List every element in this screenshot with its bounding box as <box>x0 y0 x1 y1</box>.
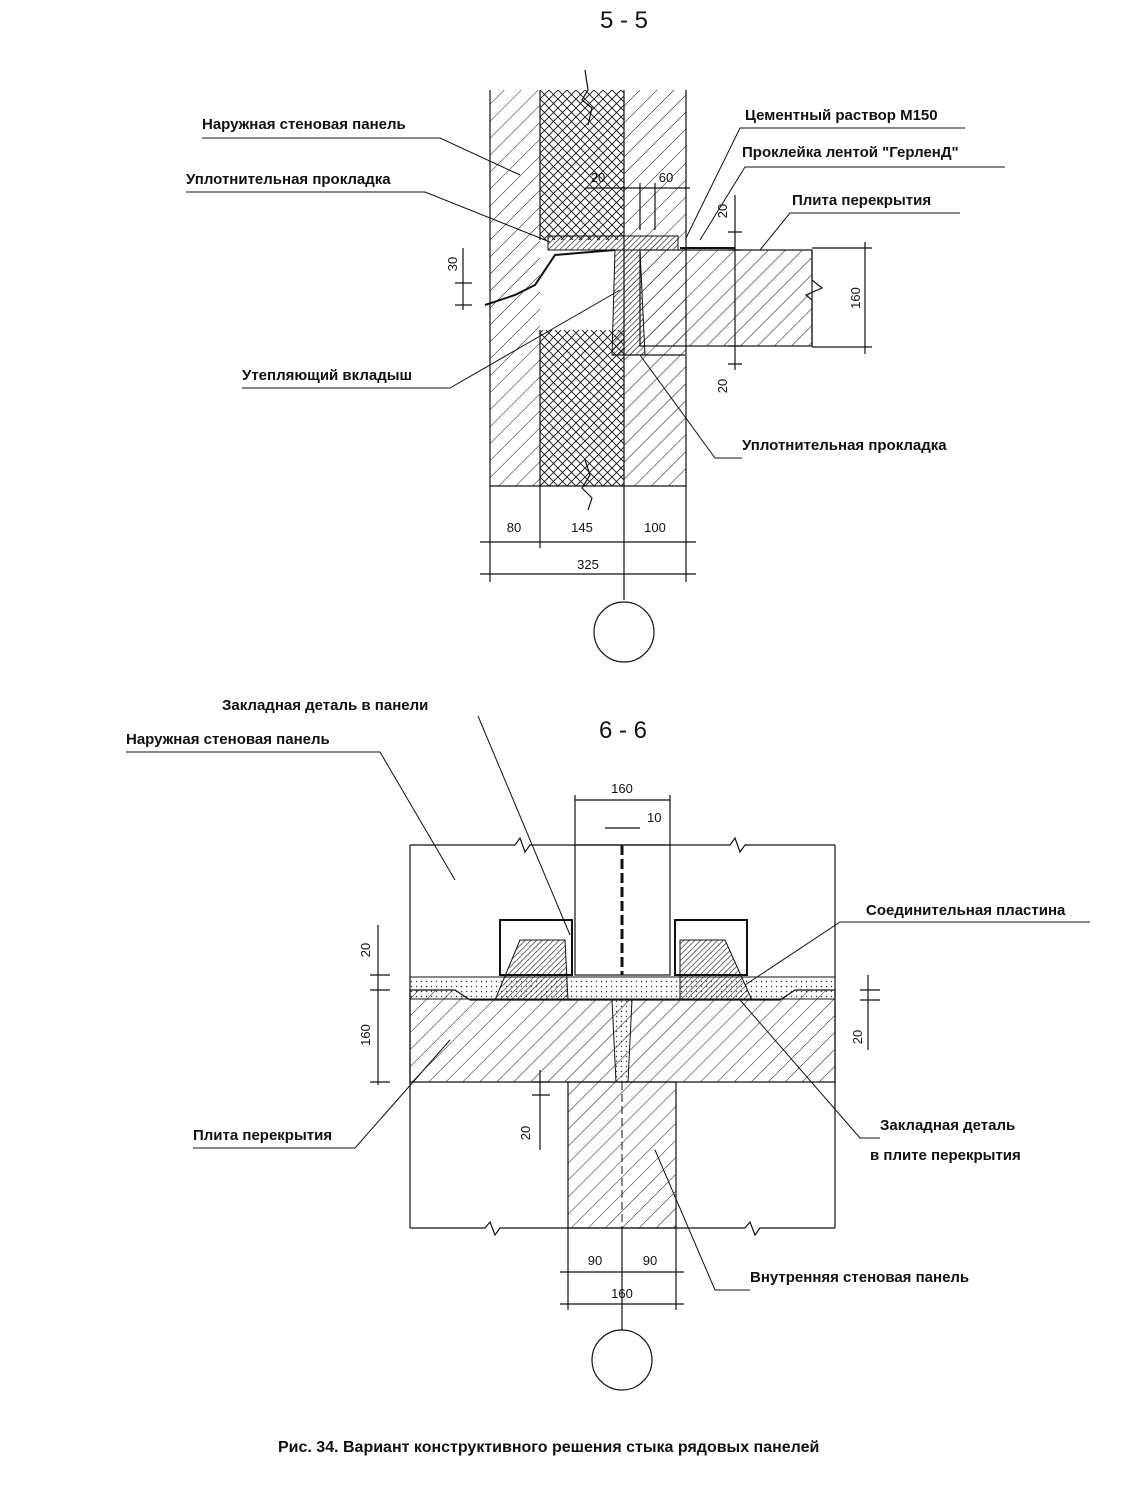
dim-20-low: 20 <box>518 1126 533 1140</box>
leader-outer-panel-6 <box>126 751 456 881</box>
leader-mortar <box>685 127 965 239</box>
dim-145: 145 <box>571 520 593 535</box>
dim-160-top: 160 <box>611 781 633 796</box>
dim-10: 10 <box>647 810 661 825</box>
outer-concrete-layer <box>490 90 540 486</box>
dim-60: 60 <box>659 170 673 185</box>
leader-tape <box>699 166 1005 241</box>
label-inner-panel: Внутренняя стеновая панель <box>750 1269 969 1286</box>
dim-20-left: 20 <box>358 943 373 957</box>
insulation-layer-upper <box>540 90 624 240</box>
insulation-layer-lower <box>540 330 624 486</box>
mortar-layer-6 <box>409 976 836 1000</box>
dim-160: 160 <box>848 287 863 309</box>
label-slab-6: Плита перекрытия <box>193 1127 332 1144</box>
label-seal-top: Уплотнительная прокладка <box>186 171 391 188</box>
label-embed-slab-1: Закладная деталь <box>880 1117 1015 1134</box>
dim-20-right: 20 <box>850 1030 865 1044</box>
figure-caption: Рис. 34. Вариант конструктивного решения… <box>278 1439 819 1456</box>
dim-line-top <box>585 183 690 230</box>
dim-30: 30 <box>445 257 460 271</box>
label-insert: Утепляющий вкладыш <box>242 367 412 384</box>
dim-20b: 20 <box>715 204 730 218</box>
label-embed-panel: Закладная деталь в панели <box>222 697 428 714</box>
dim-line-low <box>532 1070 550 1150</box>
section-6-title: 6 - 6 <box>599 717 647 744</box>
label-plate: Соединительная пластина <box>866 902 1066 919</box>
leader-inner-panel <box>654 1149 750 1291</box>
dim-90b: 90 <box>643 1253 657 1268</box>
leader-seal-top <box>186 191 551 243</box>
dim-line-160-top <box>574 795 671 845</box>
dim-325: 325 <box>577 557 599 572</box>
label-seal-bottom: Уплотнительная прокладка <box>742 437 947 454</box>
break-mark-bottom <box>581 459 593 511</box>
leader-insert <box>242 289 621 389</box>
dim-20c: 20 <box>715 379 730 393</box>
dim-20a: 20 <box>591 170 605 185</box>
floor-slab-5 <box>639 249 813 347</box>
leader-outer-panel <box>202 137 521 176</box>
label-slab: Плита перекрытия <box>792 192 931 209</box>
flashing-line <box>484 249 616 306</box>
dim-line-left <box>370 925 390 1085</box>
dim-line-right-6 <box>860 975 880 1050</box>
label-mortar: Цементный раствор М150 <box>745 107 938 124</box>
dim-line-bottom-6 <box>560 1228 684 1330</box>
axis-bubble-5 <box>593 601 655 663</box>
section-5-title: 5 - 5 <box>600 7 648 34</box>
dim-90a: 90 <box>588 1253 602 1268</box>
dim-line-30 <box>455 248 472 310</box>
mortar-layer <box>547 235 679 251</box>
leader-slab-6 <box>193 1039 451 1149</box>
label-outer-panel-6: Наружная стеновая панель <box>126 731 330 748</box>
leader-seal-bottom <box>639 354 742 459</box>
dim-line-160 <box>812 242 872 354</box>
dim-160-left: 160 <box>358 1024 373 1046</box>
dim-100: 100 <box>644 520 666 535</box>
label-outer-panel: Наружная стеновая панель <box>202 116 406 133</box>
dim-160-bottom: 160 <box>611 1286 633 1301</box>
dim-line-right <box>728 195 742 370</box>
dim-line-bottom <box>480 486 696 600</box>
leader-slab <box>759 212 960 251</box>
axis-bubble-6 <box>591 1329 653 1391</box>
break-mark-top <box>581 69 593 126</box>
section-5-5: 5 - 5 Наружная стеновая панель Уплотните… <box>186 7 1005 663</box>
leader-embed-panel <box>477 715 571 936</box>
slab-break-mark <box>804 250 824 346</box>
leader-plate <box>744 921 1090 986</box>
slab-joint <box>611 999 633 1083</box>
dim-80: 80 <box>507 520 521 535</box>
label-embed-slab-2: в плите перекрытия <box>870 1147 1021 1164</box>
label-tape: Проклейка лентой "ГерленД" <box>742 144 959 161</box>
leader-embed-slab <box>739 999 880 1139</box>
section-6-6: 6 - 6 Закладная деталь в панели Наружная… <box>126 697 1090 1391</box>
